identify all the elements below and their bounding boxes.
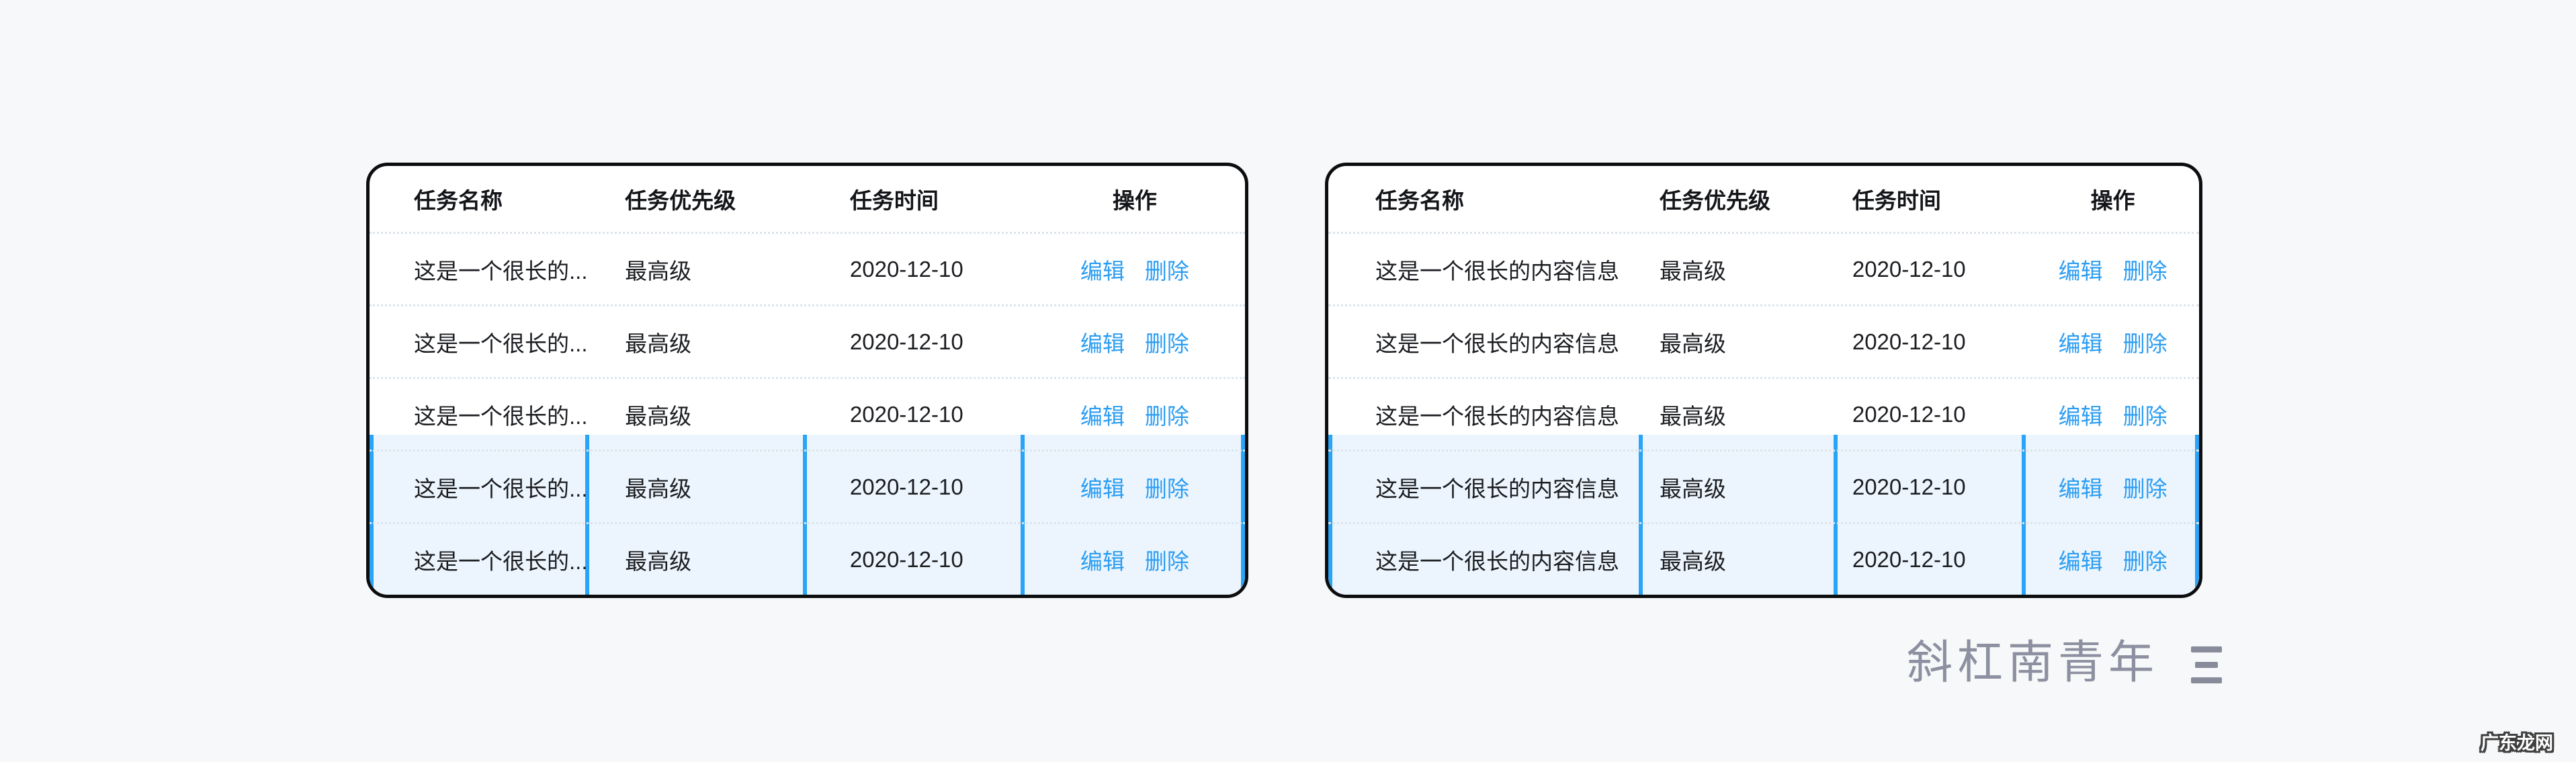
task-name-cell: 这是一个很长的内容信息 [1375,476,1619,501]
edit-link[interactable]: 编辑 [1080,331,1125,356]
column-header-priority: 任务优先级 [1659,188,1770,213]
priority-cell: 最高级 [625,476,692,501]
edit-link[interactable]: 编辑 [2058,403,2103,429]
table-row[interactable]: 这是一个很长的... 最高级 2020-12-10 编辑 删除 [370,232,1245,304]
table-header: 任务名称 任务优先级 任务时间 操作 [1328,166,2199,232]
edit-link[interactable]: 编辑 [2058,548,2103,574]
priority-cell: 最高级 [1659,476,1726,501]
actions-cell: 编辑 删除 [2026,326,2199,358]
delete-link[interactable]: 删除 [1144,403,1189,429]
time-cell: 2020-12-10 [1852,256,1966,282]
selection-overlay [370,435,1245,595]
time-cell: 2020-12-10 [849,401,963,427]
delete-link[interactable]: 删除 [1144,331,1189,356]
task-name-cell: 这是一个很长的内容信息 [1375,258,1619,284]
priority-cell: 最高级 [1659,331,1726,356]
table-row-selected[interactable]: 这是一个很长的... 最高级 2020-12-10 编辑 删除 [370,522,1245,595]
priority-cell: 最高级 [1659,258,1726,284]
actions-cell: 编辑 删除 [1025,544,1245,576]
task-name-cell: 这是一个很长的... [414,258,587,284]
task-name-cell: 这是一个很长的... [414,403,587,429]
actions-cell: 编辑 删除 [2026,398,2199,431]
priority-cell: 最高级 [625,331,692,356]
delete-link[interactable]: 删除 [2122,476,2167,501]
column-divider-line [1021,435,1025,595]
actions-cell: 编辑 删除 [2026,253,2199,286]
priority-cell: 最高级 [625,258,692,284]
table-row-selected[interactable]: 这是一个很长的内容信息 最高级 2020-12-10 编辑 删除 [1328,522,2199,595]
edit-link[interactable]: 编辑 [1080,548,1125,574]
task-table-card-right: 任务名称 任务优先级 任务时间 操作 这是一个很长的内容信息 最高级 2020-… [1325,163,2202,598]
watermark: 斜杠南青年 [1907,636,2223,691]
actions-cell: 编辑 删除 [2026,471,2199,503]
actions-cell: 编辑 删除 [1025,471,1245,503]
task-name-cell: 这是一个很长的内容信息 [1375,331,1619,356]
table-row[interactable]: 这是一个很长的内容信息 最高级 2020-12-10 编辑 删除 [1328,304,2199,377]
table-row[interactable]: 这是一个很长的... 最高级 2020-12-10 编辑 删除 [370,304,1245,377]
task-name-cell: 这是一个很长的... [414,331,587,356]
column-divider-line [585,435,589,595]
priority-cell: 最高级 [1659,548,1726,574]
actions-cell: 编辑 删除 [2026,544,2199,576]
three-bars-icon [2191,642,2223,684]
table-header: 任务名称 任务优先级 任务时间 操作 [370,166,1245,232]
column-header-time: 任务时间 [849,188,939,213]
column-header-task-name: 任务名称 [414,188,503,213]
delete-link[interactable]: 删除 [1144,548,1189,574]
selection-overlay [1328,435,2199,595]
delete-link[interactable]: 删除 [2122,331,2167,356]
edit-link[interactable]: 编辑 [1080,476,1125,501]
priority-cell: 最高级 [625,548,692,574]
column-header-task-name: 任务名称 [1375,188,1464,213]
edit-link[interactable]: 编辑 [1080,403,1125,429]
watermark-text: 斜杠南青年 [1907,636,2159,689]
time-cell: 2020-12-10 [1852,474,1966,499]
actions-cell: 编辑 删除 [1025,253,1245,286]
time-cell: 2020-12-10 [849,329,963,354]
time-cell: 2020-12-10 [849,256,963,282]
task-name-cell: 这是一个很长的内容信息 [1375,548,1619,574]
edit-link[interactable]: 编辑 [2058,476,2103,501]
time-cell: 2020-12-10 [1852,329,1966,354]
time-cell: 2020-12-10 [849,546,963,572]
delete-link[interactable]: 删除 [2122,548,2167,574]
delete-link[interactable]: 删除 [1144,476,1189,501]
column-divider-line [2021,435,2026,595]
edit-link[interactable]: 编辑 [2058,258,2103,284]
table-row-selected[interactable]: 这是一个很长的内容信息 最高级 2020-12-10 编辑 删除 [1328,450,2199,522]
table-row-selected[interactable]: 这是一个很长的... 最高级 2020-12-10 编辑 删除 [370,450,1245,522]
column-header-priority: 任务优先级 [625,188,736,213]
time-cell: 2020-12-10 [849,474,963,499]
priority-cell: 最高级 [1659,403,1726,429]
actions-cell: 编辑 删除 [1025,398,1245,431]
site-badge: 广东龙网 [2481,733,2553,753]
time-cell: 2020-12-10 [1852,546,1966,572]
actions-cell: 编辑 删除 [1025,326,1245,358]
delete-link[interactable]: 删除 [1144,258,1189,284]
task-table-card-left: 任务名称 任务优先级 任务时间 操作 这是一个很长的... 最高级 2020-1… [366,163,1248,598]
column-divider-line [803,435,808,595]
table-row[interactable]: 这是一个很长的内容信息 最高级 2020-12-10 编辑 删除 [1328,377,2199,450]
delete-link[interactable]: 删除 [2122,403,2167,429]
table-row[interactable]: 这是一个很长的内容信息 最高级 2020-12-10 编辑 删除 [1328,232,2199,304]
task-name-cell: 这是一个很长的... [414,476,587,501]
table-row[interactable]: 这是一个很长的... 最高级 2020-12-10 编辑 删除 [370,377,1245,450]
edit-link[interactable]: 编辑 [1080,258,1125,284]
delete-link[interactable]: 删除 [2122,258,2167,284]
column-header-actions: 操作 [2090,188,2135,213]
column-header-time: 任务时间 [1852,188,1941,213]
task-name-cell: 这是一个很长的内容信息 [1375,403,1619,429]
time-cell: 2020-12-10 [1852,401,1966,427]
edit-link[interactable]: 编辑 [2058,331,2103,356]
column-header-actions: 操作 [1112,188,1157,213]
task-name-cell: 这是一个很长的... [414,548,587,574]
priority-cell: 最高级 [625,403,692,429]
column-divider-line [1834,435,1838,595]
column-divider-line [1638,435,1643,595]
